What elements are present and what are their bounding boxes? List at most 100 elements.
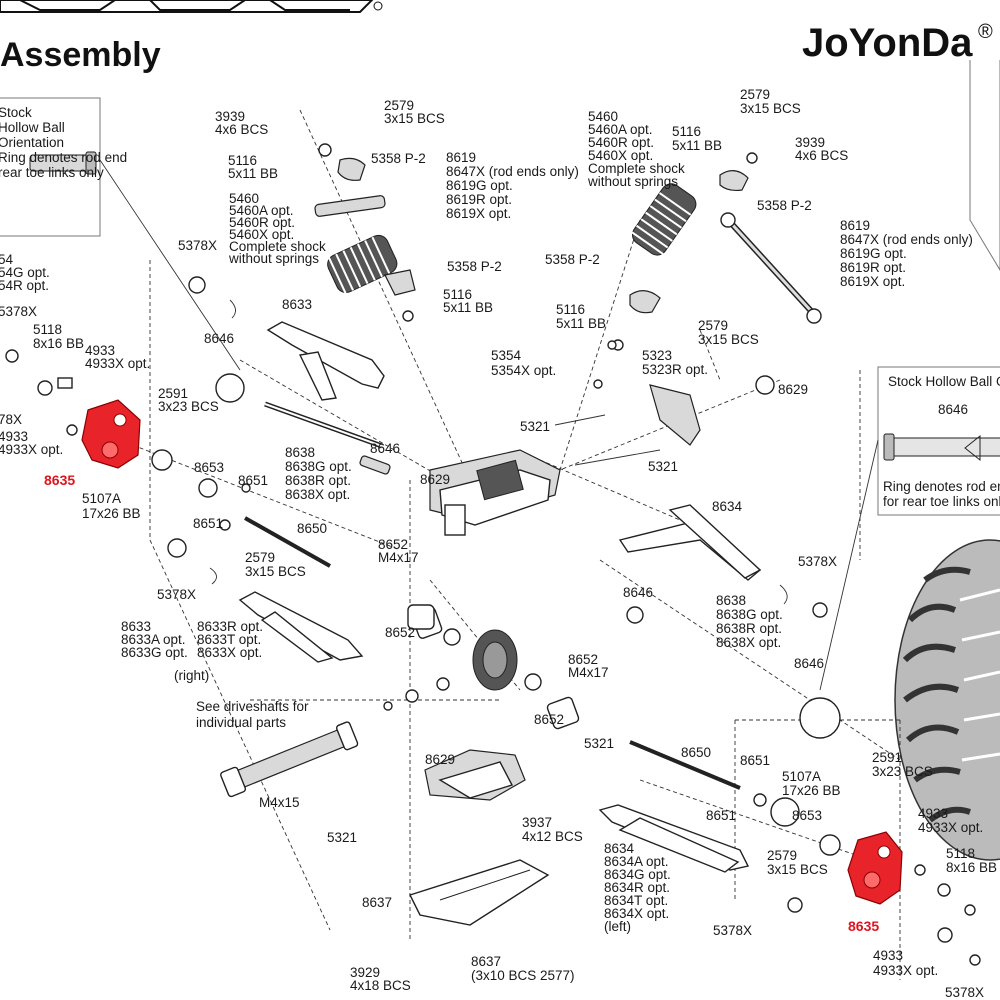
label-5321-b: 5321 xyxy=(648,459,678,474)
label-line: 3939 xyxy=(795,135,825,150)
label-m4x15: M4x15 xyxy=(259,795,300,810)
label-line: 8619R opt. xyxy=(446,192,512,207)
label-line: individual parts xyxy=(196,715,286,730)
label-8629-c: 8629 xyxy=(425,752,455,767)
label-8653-b: 8653 xyxy=(792,808,822,823)
label-line: 8633G opt. xyxy=(121,645,188,660)
label-line: 8652 xyxy=(378,537,408,552)
label-line: (left) xyxy=(604,919,631,934)
label-5358-a: 5358 P-2 xyxy=(371,151,426,166)
label-line: 2591 xyxy=(158,386,188,401)
label-line: 8634X opt. xyxy=(604,906,669,921)
label-line: 8646 xyxy=(623,585,653,600)
label-line: 5460X opt. xyxy=(229,227,294,242)
label-line: 5116 xyxy=(228,153,257,168)
label-line: 5116 xyxy=(443,287,472,302)
logo-strip xyxy=(0,0,383,13)
label-8633-c: 8633R opt.8633T opt.8633X opt. xyxy=(197,619,263,660)
label-line: 4933X opt. xyxy=(873,963,938,978)
label-line: 3x15 BCS xyxy=(767,862,828,877)
label-line: (right) xyxy=(174,668,209,683)
label-8652-d: 8652 xyxy=(534,712,564,727)
label-line: 5378X xyxy=(945,985,984,1000)
red-hub-right xyxy=(847,831,903,905)
label-line: 2579 xyxy=(245,550,275,565)
assembly-title: Assembly xyxy=(0,36,161,74)
label-line: 5378X xyxy=(157,587,196,602)
label-5378-c: 5378X xyxy=(798,554,837,569)
label-line: 5x11 BB xyxy=(228,166,278,181)
label-5321-a: 5321 xyxy=(520,419,550,434)
label-line: Stock xyxy=(0,105,32,120)
label-5378-f: 5378X xyxy=(945,985,984,1000)
label-line: 8653 xyxy=(194,460,224,475)
label-line: 5460R opt. xyxy=(588,135,654,150)
label-line: 54G opt. xyxy=(0,265,50,280)
label-8653-a: 8653 xyxy=(194,460,224,475)
label-line: 2579 xyxy=(698,318,728,333)
label-line: 5321 xyxy=(584,736,614,751)
label-8637-a: 8637 xyxy=(362,895,392,910)
lower-arm-left xyxy=(238,591,364,663)
label-line: See driveshafts for xyxy=(196,699,309,714)
label-line: 5x11 BB xyxy=(556,316,606,331)
label-line: 3x15 BCS xyxy=(384,111,445,126)
label-line: 8633T opt. xyxy=(197,632,261,647)
left-inset-box xyxy=(0,97,241,371)
label-8635-b: 8635 xyxy=(848,918,879,934)
label-line: 5118 xyxy=(946,846,975,861)
lower-chassis xyxy=(424,749,526,801)
red-hub-left xyxy=(81,399,141,469)
label-line: 4933 xyxy=(0,429,28,444)
label-line: 4x12 BCS xyxy=(522,829,583,844)
label-line: 5x11 BB xyxy=(443,300,493,315)
label-line: 3x15 BCS xyxy=(245,564,306,579)
label-5378-a: 5378X xyxy=(178,238,217,253)
label-line: 8619G opt. xyxy=(446,178,513,193)
label-line: 5460A opt. xyxy=(588,122,653,137)
lower-arm-8634-top xyxy=(618,504,762,581)
label-8651-b: 8651 xyxy=(193,516,223,531)
label-line: 8638 xyxy=(716,593,746,608)
chassis-8629 xyxy=(429,449,561,536)
label-line: 5358 P-2 xyxy=(447,259,502,274)
label-line: 5378X xyxy=(798,554,837,569)
label-line: 5323R opt. xyxy=(642,362,708,377)
label-line: 8634A opt. xyxy=(604,854,669,869)
label-line: 4933X opt. xyxy=(0,442,63,457)
label-line: 8629 xyxy=(420,472,450,487)
label-line: 54R opt. xyxy=(0,278,49,293)
left-shock xyxy=(314,143,416,322)
right-inset-part: 8646 xyxy=(938,402,968,417)
label-line: 2579 xyxy=(384,98,414,113)
shaft-8638 xyxy=(264,401,391,475)
label-line: 4933X opt. xyxy=(918,820,983,835)
label-line: 3x23 BCS xyxy=(158,399,219,414)
label-line: 8652 xyxy=(568,652,598,667)
label-line: 8633R opt. xyxy=(197,619,263,634)
label-line: 5323 xyxy=(642,348,672,363)
label-line: 8638X opt. xyxy=(285,487,350,502)
label-line: 78X xyxy=(0,412,22,427)
label-line: 5358 P-2 xyxy=(545,252,600,267)
label-line: 4933 xyxy=(918,806,948,821)
label-line: 8638G opt. xyxy=(716,607,783,622)
label-line: without springs xyxy=(228,251,319,266)
label-line: 8651 xyxy=(740,753,770,768)
label-line: 4x6 BCS xyxy=(795,148,848,163)
